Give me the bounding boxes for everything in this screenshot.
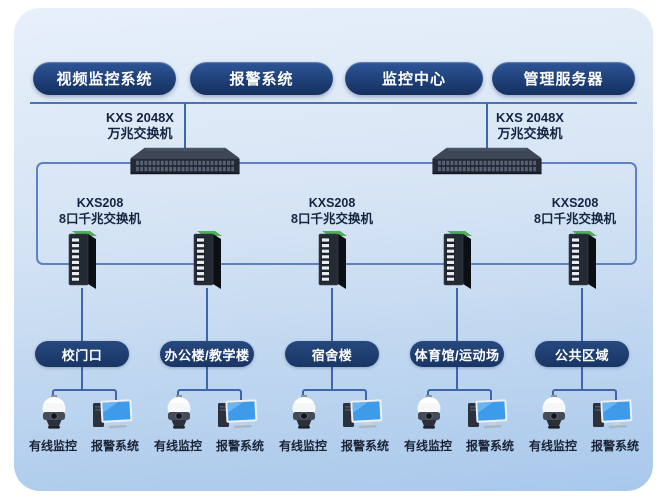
access-switch-icon: [315, 229, 349, 293]
alarm-pc-icon: [342, 399, 384, 433]
connector-location-to-branch: [456, 366, 458, 390]
location-label: 宿舍楼: [311, 347, 353, 363]
connector-switch-to-location: [581, 288, 583, 342]
location-label: 办公楼/教学楼: [164, 347, 250, 363]
camera-icon: [540, 395, 568, 431]
branch-connector: [302, 389, 367, 400]
access-switch-icon: [565, 229, 599, 293]
branch-connector: [52, 389, 117, 400]
access-switch-model: KXS208: [76, 196, 124, 210]
system-node-label: 报警系统: [229, 71, 294, 88]
connector-switch-to-location: [206, 288, 208, 342]
alarm-label: 报警系统: [215, 439, 264, 453]
access-switch-label: KXS208 8口千兆交换机: [274, 196, 390, 227]
system-node-alarm-system: 报警系统: [190, 62, 333, 95]
system-node-video-surveillance: 视频监控系统: [33, 62, 176, 95]
core-switch-uplink: [486, 103, 488, 149]
system-node-label: 视频监控系统: [56, 71, 153, 88]
core-switch-icon: [127, 146, 243, 178]
core-switch-label: KXS 2048X 万兆交换机: [482, 110, 578, 142]
camera-label: 有线监控: [278, 439, 327, 453]
location-label: 公共区域: [554, 347, 609, 363]
camera-label: 有线监控: [28, 439, 77, 453]
camera-icon: [415, 395, 443, 431]
system-node-monitoring-center: 监控中心: [345, 62, 483, 95]
access-switch-type: 8口千兆交换机: [291, 211, 373, 226]
core-switch-model: KXS 2048X: [496, 110, 564, 125]
connector-switch-to-location: [331, 288, 333, 342]
connector-location-to-branch: [581, 366, 583, 390]
access-switch-icon: [440, 229, 474, 293]
core-switch-label: KXS 2048X 万兆交换机: [92, 110, 188, 142]
alarm-label: 报警系统: [590, 439, 639, 453]
backbone-link: [30, 102, 637, 104]
location-node: 校门口: [35, 341, 129, 367]
core-switch-model: KXS 2048X: [106, 110, 174, 125]
access-switch-label: KXS208 8口千兆交换机: [517, 196, 633, 227]
connector-location-to-branch: [331, 366, 333, 390]
camera-label: 有线监控: [403, 439, 452, 453]
camera-icon: [290, 395, 318, 431]
camera-label: 有线监控: [153, 439, 202, 453]
connector-switch-to-location: [81, 288, 83, 342]
core-switch-icon: [429, 146, 545, 178]
location-node: 公共区域: [535, 341, 629, 367]
access-switch-type: 8口千兆交换机: [534, 211, 616, 226]
connector-location-to-branch: [206, 366, 208, 390]
access-switch-model: KXS208: [308, 196, 356, 210]
connector-switch-to-location: [456, 288, 458, 342]
branch-connector: [427, 389, 492, 400]
alarm-label: 报警系统: [465, 439, 514, 453]
camera-icon: [165, 395, 193, 431]
access-switch-type: 8口千兆交换机: [59, 211, 141, 226]
access-switch-label: KXS208 8口千兆交换机: [42, 196, 158, 227]
alarm-label: 报警系统: [340, 439, 389, 453]
camera-label: 有线监控: [528, 439, 577, 453]
system-node-management-server: 管理服务器: [492, 62, 635, 95]
system-node-label: 管理服务器: [523, 71, 604, 88]
location-node: 办公楼/教学楼: [160, 341, 254, 367]
connector-location-to-branch: [81, 366, 83, 390]
alarm-pc-icon: [217, 399, 259, 433]
branch-connector: [177, 389, 242, 400]
alarm-label: 报警系统: [90, 439, 139, 453]
core-switch-type: 万兆交换机: [497, 126, 563, 141]
access-switch-icon: [190, 229, 224, 293]
core-switch-type: 万兆交换机: [107, 126, 173, 141]
alarm-pc-icon: [467, 399, 509, 433]
camera-icon: [40, 395, 68, 431]
access-switch-model: KXS208: [551, 196, 599, 210]
alarm-pc-icon: [592, 399, 634, 433]
location-label: 校门口: [61, 347, 103, 363]
core-switch-uplink: [184, 103, 186, 149]
location-node: 宿舍楼: [285, 341, 379, 367]
alarm-pc-icon: [92, 399, 134, 433]
location-node: 体育馆/运动场: [410, 341, 504, 367]
branch-connector: [552, 389, 617, 400]
system-node-label: 监控中心: [381, 71, 446, 88]
access-switch-icon: [65, 229, 99, 293]
location-label: 体育馆/运动场: [414, 347, 500, 363]
